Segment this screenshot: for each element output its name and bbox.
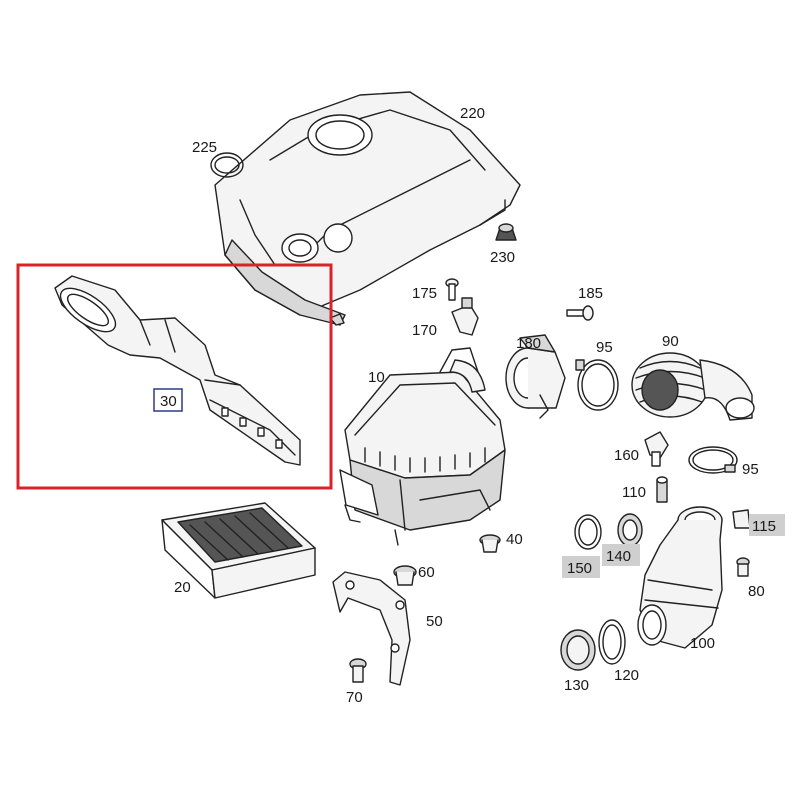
part-30-label-box	[153, 388, 183, 412]
seal-140-part[interactable]	[617, 513, 643, 547]
hose-clamp-lower-part[interactable]	[688, 446, 738, 474]
callout-140: 140	[606, 548, 631, 565]
hose-clamp-upper-part[interactable]	[575, 359, 619, 411]
callout-95-upper: 95	[596, 339, 613, 356]
air-filter-housing-part[interactable]	[339, 347, 506, 546]
callout-70: 70	[346, 689, 363, 706]
callout-30: 30	[160, 393, 177, 410]
highlight-box	[16, 263, 333, 490]
tag-bg-150	[562, 556, 600, 578]
callout-95-lower: 95	[742, 461, 759, 478]
tag-bg-115	[749, 514, 785, 536]
callout-10: 10	[368, 369, 385, 386]
duct-clips	[221, 407, 283, 449]
callout-20: 20	[174, 579, 191, 596]
callout-180: 180	[516, 335, 541, 352]
callout-150: 150	[567, 560, 592, 577]
callout-40: 40	[506, 531, 523, 548]
callout-225: 225	[192, 139, 217, 156]
callout-80: 80	[748, 583, 765, 600]
air-flow-sensor-part[interactable]	[505, 334, 566, 419]
callout-170: 170	[412, 322, 437, 339]
bolt-80-part[interactable]	[736, 557, 750, 577]
air-intake-duct-part[interactable]	[54, 275, 301, 466]
callout-120: 120	[614, 667, 639, 684]
housing-ribs	[364, 447, 486, 473]
callout-160: 160	[614, 447, 639, 464]
clip-115-part[interactable]	[732, 509, 751, 529]
callout-115: 115	[752, 518, 776, 535]
bellows-hose-part[interactable]	[631, 352, 755, 421]
grommet-part[interactable]	[495, 223, 517, 241]
grommet-60-part[interactable]	[393, 565, 417, 586]
bracket-50-part[interactable]	[332, 571, 411, 686]
callout-90: 90	[662, 333, 679, 350]
callout-175: 175	[412, 285, 437, 302]
cap-130-part[interactable]	[560, 629, 596, 671]
engine-cover-part[interactable]	[214, 91, 521, 326]
screw-175-part[interactable]	[445, 278, 459, 301]
callout-50: 50	[426, 613, 443, 630]
grommet-40-part[interactable]	[479, 534, 501, 553]
tag-bg-140	[602, 544, 640, 566]
callout-220: 220	[460, 105, 485, 122]
filter-pleats	[189, 512, 289, 561]
o-ring-part[interactable]	[210, 152, 244, 178]
callout-100: 100	[690, 635, 715, 652]
sensor-170-part[interactable]	[451, 297, 479, 336]
air-filter-element-part[interactable]	[161, 502, 316, 599]
vent-valve-160-part[interactable]	[644, 431, 669, 467]
callout-185: 185	[578, 285, 603, 302]
callout-60: 60	[418, 564, 435, 581]
callout-130: 130	[564, 677, 589, 694]
bolt-70-part[interactable]	[349, 658, 367, 683]
connector-110-part[interactable]	[656, 476, 668, 503]
callout-110: 110	[622, 484, 646, 501]
intake-pipe-100-part[interactable]	[637, 506, 723, 649]
screw-185-part[interactable]	[566, 305, 594, 321]
callout-230: 230	[490, 249, 515, 266]
clamp-150-part[interactable]	[574, 514, 602, 550]
o-ring-120-part[interactable]	[598, 619, 626, 665]
